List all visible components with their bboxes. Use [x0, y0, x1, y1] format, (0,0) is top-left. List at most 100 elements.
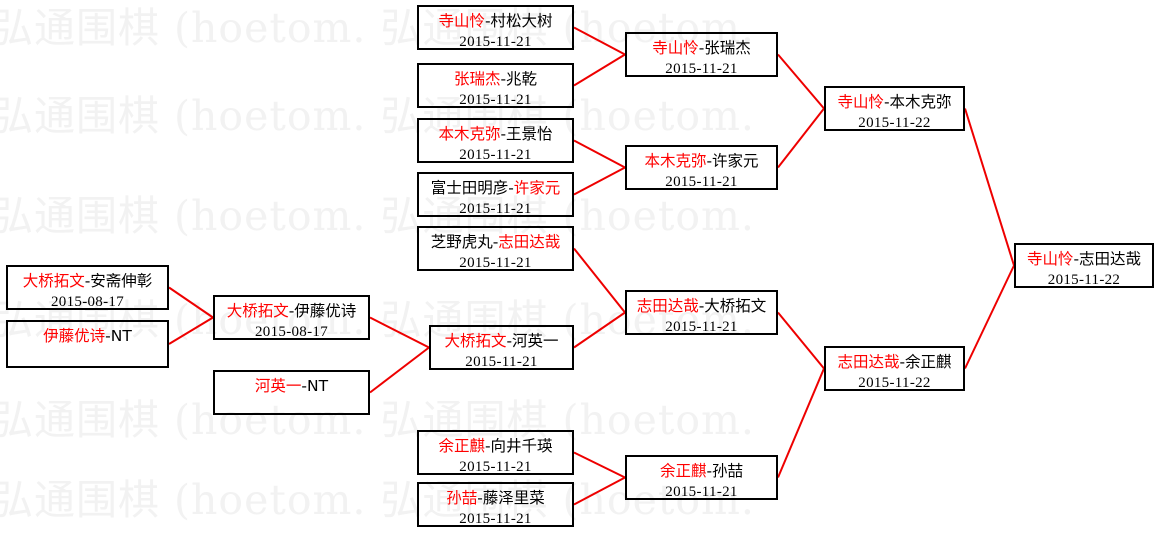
bracket-connector	[964, 265, 1015, 369]
player-winner: 寺山怜	[1026, 250, 1074, 268]
player-winner: 志田达哉	[636, 297, 699, 315]
match-box[interactable]: 志田达哉-余正麒 2015-11-22	[824, 346, 965, 391]
match-date: 2015-11-21	[665, 61, 738, 78]
bracket-connector	[573, 247, 626, 314]
match-date: 2015-11-22	[1047, 272, 1121, 289]
player-winner: 本木克弥	[438, 125, 501, 143]
player-loser: 藤泽里菜	[482, 489, 545, 507]
bracket-connector	[777, 53, 825, 110]
match-players: 寺山怜-村松大树	[419, 10, 572, 32]
match-date: 2015-11-21	[665, 319, 738, 336]
match-box[interactable]: 寺山怜-张瑞杰 2015-11-21	[625, 32, 778, 77]
match-date: 2015-11-21	[459, 92, 532, 109]
match-players: 孙喆-藤泽里菜	[419, 487, 572, 509]
player-winner: 大桥拓文	[22, 272, 85, 290]
match-date: 2015-08-17	[51, 294, 124, 311]
player-loser: 芝野虎丸	[430, 233, 493, 251]
player-loser: 张瑞杰	[704, 39, 751, 57]
player-separator: -	[477, 489, 483, 507]
match-players: 张瑞杰-兆乾	[419, 68, 572, 90]
player-separator: -	[508, 179, 514, 197]
player-winner: 志田达哉	[498, 233, 561, 251]
match-players: 志田达哉-余正麒	[826, 351, 963, 373]
bracket-connector	[573, 166, 626, 196]
player-separator: -	[899, 353, 906, 371]
player-separator: -	[105, 327, 111, 345]
bracket-connector	[168, 316, 214, 345]
player-loser: NT	[307, 377, 329, 395]
match-players: 本木克弥-王景怡	[419, 123, 572, 145]
player-winner: 志田达哉	[837, 353, 900, 371]
bracket-connector	[573, 26, 626, 56]
match-date: 2015-11-21	[665, 174, 738, 191]
player-separator: -	[500, 70, 507, 88]
match-date: 2015-11-21	[459, 255, 532, 272]
player-loser: 向井千瑛	[490, 437, 553, 455]
player-separator: -	[484, 12, 491, 30]
match-date: 2015-11-22	[858, 375, 931, 392]
player-loser: 富士田明彦	[430, 179, 509, 197]
bracket-connector	[369, 316, 430, 349]
player-winner: 张瑞杰	[453, 70, 501, 88]
player-winner: 伊藤优诗	[43, 327, 106, 345]
match-box[interactable]: 本木克弥-王景怡 2015-11-21	[417, 118, 574, 163]
match-players: 本木克弥-许家元	[627, 150, 776, 172]
match-box[interactable]: 张瑞杰-兆乾 2015-11-21	[417, 63, 574, 108]
match-date: 2015-11-21	[459, 459, 532, 476]
player-winner: 大桥拓文	[444, 332, 507, 350]
match-players: 寺山怜-志田达哉	[1016, 248, 1152, 270]
match-box[interactable]: 本木克弥-许家元 2015-11-21	[625, 145, 778, 190]
player-loser: 河英一	[512, 332, 559, 350]
bracket-connector	[777, 368, 825, 478]
match-date: 2015-11-21	[459, 201, 532, 218]
match-players: 寺山怜-张瑞杰	[627, 37, 776, 59]
watermark-text: 弘通围棋 (hoetom. 弘通围棋 (hoetom.	[0, 92, 755, 140]
match-box[interactable]: 寺山怜-志田达哉 2015-11-22	[1014, 243, 1154, 288]
player-loser: 安斋伸彰	[90, 272, 153, 290]
match-players: 芝野虎丸-志田达哉	[419, 231, 572, 253]
bracket-connector	[573, 451, 626, 479]
match-box[interactable]: 寺山怜-村松大树 2015-11-21	[417, 5, 574, 50]
player-winner: 余正麒	[659, 462, 707, 480]
watermark-text: 弘通围棋 (hoetom. 弘通围棋 (hoetom.	[0, 192, 755, 240]
player-separator: -	[492, 233, 499, 251]
match-box[interactable]: 大桥拓文-安斋伸彰 2015-08-17	[6, 265, 169, 310]
match-date: 2015-11-21	[459, 147, 532, 164]
match-players: 寺山怜-本木克弥	[826, 91, 963, 113]
player-separator: -	[484, 437, 491, 455]
match-date: 2015-11-22	[858, 115, 931, 132]
match-box[interactable]: 河英一-NT	[213, 370, 370, 415]
match-box[interactable]: 富士田明彦-许家元 2015-11-21	[417, 172, 574, 217]
player-loser: 兆乾	[506, 70, 538, 88]
match-box[interactable]: 余正麒-向井千瑛 2015-11-21	[417, 430, 574, 475]
bracket-connector	[168, 286, 214, 319]
player-winner: 孙喆	[446, 489, 478, 507]
match-date: 2015-11-21	[459, 34, 532, 51]
match-players: 大桥拓文-安斋伸彰	[8, 270, 167, 292]
match-box[interactable]: 芝野虎丸-志田达哉 2015-11-21	[417, 226, 574, 271]
player-separator: -	[883, 93, 890, 111]
player-winner: 寺山怜	[652, 39, 699, 57]
match-players: 河英一-NT	[215, 375, 368, 397]
player-winner: 河英一	[254, 377, 302, 395]
player-separator: -	[288, 302, 295, 320]
bracket-connector	[573, 53, 626, 87]
bracket-connector	[573, 476, 626, 506]
player-loser: 余正麒	[905, 353, 952, 371]
player-winner: 许家元	[513, 179, 561, 197]
player-winner: 余正麒	[438, 437, 485, 455]
match-box[interactable]: 伊藤优诗-NT	[6, 320, 169, 368]
match-box[interactable]: 寺山怜-本木克弥 2015-11-22	[824, 86, 965, 131]
bracket-connector	[777, 107, 825, 169]
player-winner: 寺山怜	[837, 93, 884, 111]
bracket-connector	[964, 108, 1015, 266]
player-winner: 寺山怜	[438, 12, 485, 30]
